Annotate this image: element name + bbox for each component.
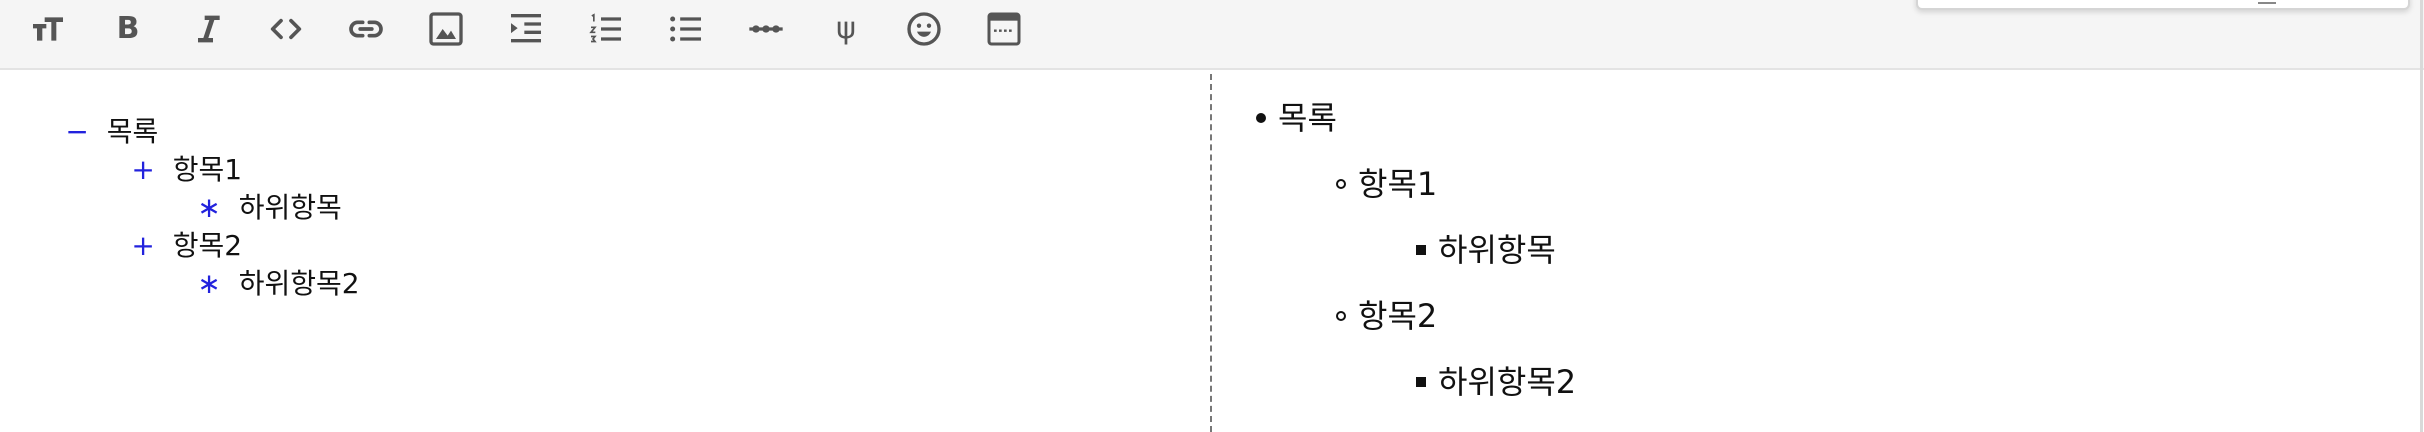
code-button[interactable] xyxy=(258,6,314,52)
editor-line-text: 항목1 xyxy=(172,153,243,186)
formula-button[interactable]: ψ xyxy=(818,6,874,52)
heading-icon xyxy=(33,17,63,41)
preview-item-text: 항목1 xyxy=(1358,165,1438,203)
editor-line: ∗ 하위항목 xyxy=(144,154,342,262)
editor-line-text: 하위항목2 xyxy=(238,267,360,300)
square-bullet-icon xyxy=(1416,377,1426,387)
markdown-source-editor[interactable]: − 목록 + 항목1 ∗ 하위항목 + 항목2 ∗ 하위항목2 xyxy=(0,72,1210,432)
unordered-list-button[interactable] xyxy=(658,6,714,52)
markdown-preview: 목록 항목1 하위항목 항목2 하위항목2 xyxy=(1214,72,2418,432)
emoji-button[interactable] xyxy=(896,6,952,52)
ordered-list-icon xyxy=(589,13,621,43)
window-right-border xyxy=(2420,0,2423,432)
emoji-icon xyxy=(907,12,941,46)
list-marker: ∗ xyxy=(197,191,221,224)
popup-panel-edge xyxy=(1916,0,2410,10)
ordered-list-button[interactable] xyxy=(578,6,634,52)
preview-list-item: 하위항목2 xyxy=(1416,362,1577,402)
preview-list-item: 하위항목 xyxy=(1416,230,1556,270)
preview-item-text: 목록 xyxy=(1278,99,1337,137)
square-bullet-icon xyxy=(1416,245,1426,255)
code-icon xyxy=(270,18,302,40)
formula-icon: ψ xyxy=(836,11,856,46)
preview-item-text: 항목2 xyxy=(1358,297,1438,335)
italic-icon xyxy=(198,15,220,43)
horizontal-rule-icon xyxy=(749,25,783,33)
bold-icon: B xyxy=(116,11,140,46)
editor-line: + 항목2 xyxy=(78,192,242,300)
preview-item-text: 하위항목 xyxy=(1438,231,1556,269)
link-icon xyxy=(349,20,383,38)
circle-bullet-icon xyxy=(1336,179,1346,189)
italic-button[interactable] xyxy=(180,6,236,52)
list-marker: + xyxy=(131,229,155,262)
horizontal-rule-button[interactable] xyxy=(738,6,794,52)
editor-line: − 목록 xyxy=(12,78,158,186)
toolbar: B xyxy=(0,0,2424,70)
indent-icon xyxy=(511,14,541,43)
list-marker: + xyxy=(131,153,155,186)
preview-list-item: 항목1 xyxy=(1336,164,1438,204)
image-icon xyxy=(429,12,463,46)
preview-list-item: 목록 xyxy=(1256,98,1337,138)
template-button[interactable] xyxy=(976,6,1032,52)
editor-line-text: 항목2 xyxy=(172,229,243,262)
editor-line-text: 목록 xyxy=(106,115,159,148)
popup-handle-icon xyxy=(2258,0,2276,4)
list-marker: ∗ xyxy=(197,267,221,300)
circle-bullet-icon xyxy=(1336,311,1346,321)
editor-line: + 항목1 xyxy=(78,116,242,224)
preview-list-item: 항목2 xyxy=(1336,296,1438,336)
preview-item-text: 하위항목2 xyxy=(1438,363,1577,401)
heading-button[interactable] xyxy=(20,6,76,52)
template-icon xyxy=(987,12,1021,46)
indent-button[interactable] xyxy=(498,6,554,52)
disc-bullet-icon xyxy=(1256,113,1266,123)
image-button[interactable] xyxy=(418,6,474,52)
list-marker: − xyxy=(65,115,89,148)
editor-line-text: 하위항목 xyxy=(238,191,342,224)
bold-button[interactable]: B xyxy=(100,6,156,52)
pane-divider[interactable] xyxy=(1210,74,1212,432)
unordered-list-icon xyxy=(670,16,701,42)
editor-line: ∗ 하위항목2 xyxy=(144,230,360,338)
link-button[interactable] xyxy=(338,6,394,52)
